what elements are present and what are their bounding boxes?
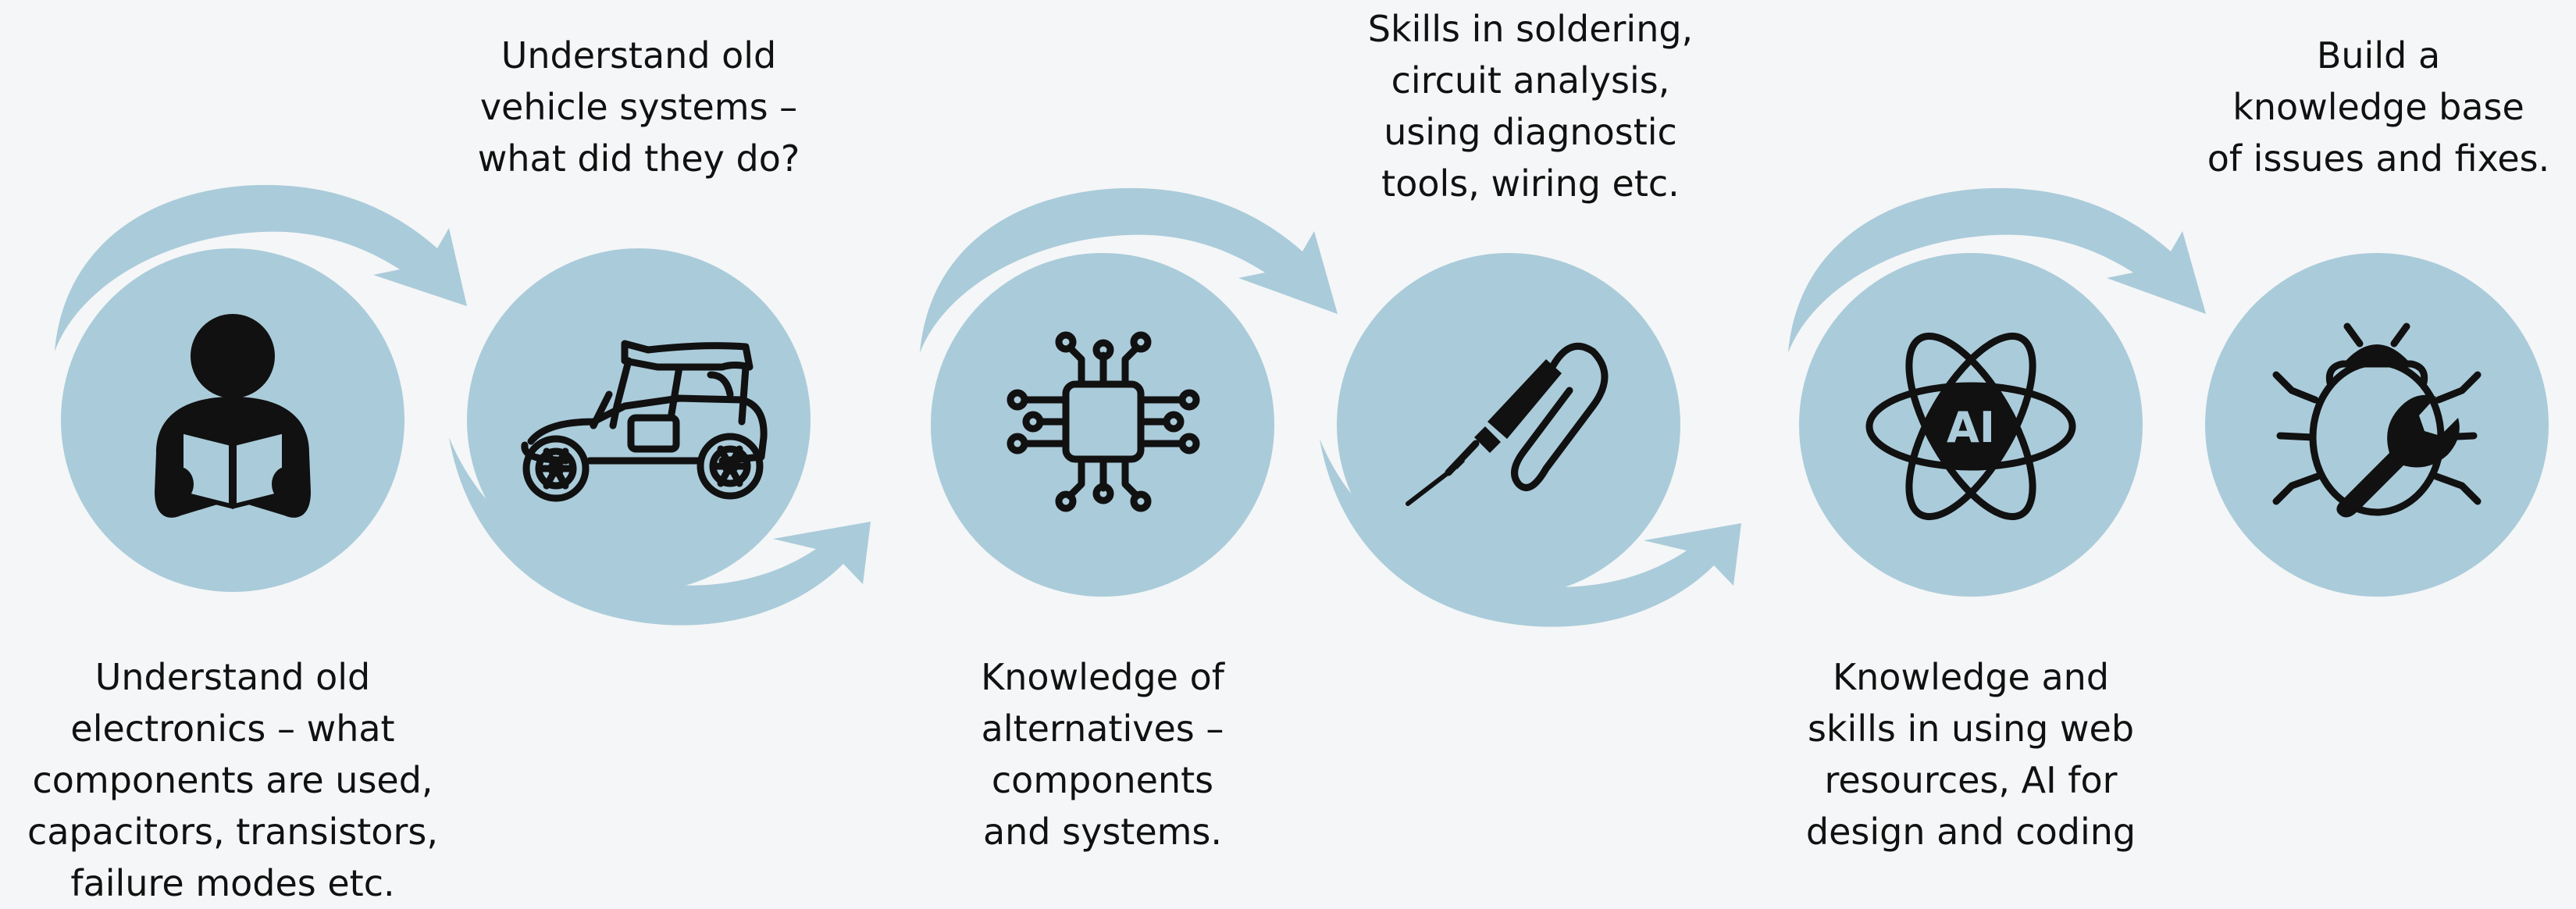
ai-atom-icon: AI <box>1865 332 2076 521</box>
step-caption-4: Skills in soldering, circuit analysis, u… <box>1367 8 1694 205</box>
step-caption-5: Knowledge and skills in using web resour… <box>1805 656 2136 853</box>
connector-arrow-1-2 <box>55 184 467 351</box>
step-caption-6: Build a knowledge base of issues and fix… <box>2207 34 2550 180</box>
step-circle-3 <box>931 253 1274 597</box>
step-caption-3: Knowledge of alternatives – components a… <box>981 656 1224 853</box>
connector-arrow-4-5 <box>1320 439 1741 627</box>
vintage-car-icon <box>521 340 768 502</box>
connector-arrow-5-6 <box>1788 187 2206 353</box>
soldering-iron-icon <box>1406 342 1609 506</box>
ai-icon-label: AI <box>1947 403 1995 452</box>
connector-arrow-3-4 <box>920 187 1338 353</box>
step-circle-6 <box>2205 253 2549 597</box>
bug-wrench-icon <box>2272 323 2482 518</box>
step-caption-1: Understand old electronics – what compon… <box>27 656 438 904</box>
reading-person-icon <box>155 314 311 518</box>
connector-arrow-2-3 <box>449 437 871 626</box>
microchip-icon <box>1007 331 1200 512</box>
step-caption-2: Understand old vehicle systems – what di… <box>477 34 800 180</box>
